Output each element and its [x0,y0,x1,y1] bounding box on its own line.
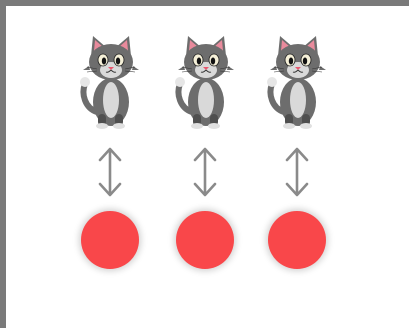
cat-icon [170,34,240,130]
cat-icon [75,34,145,130]
red-ball-icon [268,211,326,269]
red-ball-icon [81,211,139,269]
double-arrow-vertical-icon [96,146,124,198]
frame-border-left [0,0,6,328]
double-arrow-vertical-icon [283,146,311,198]
frame-border-top [0,0,409,6]
cat-icon [262,34,332,130]
double-arrow-vertical-icon [191,146,219,198]
red-ball-icon [176,211,234,269]
